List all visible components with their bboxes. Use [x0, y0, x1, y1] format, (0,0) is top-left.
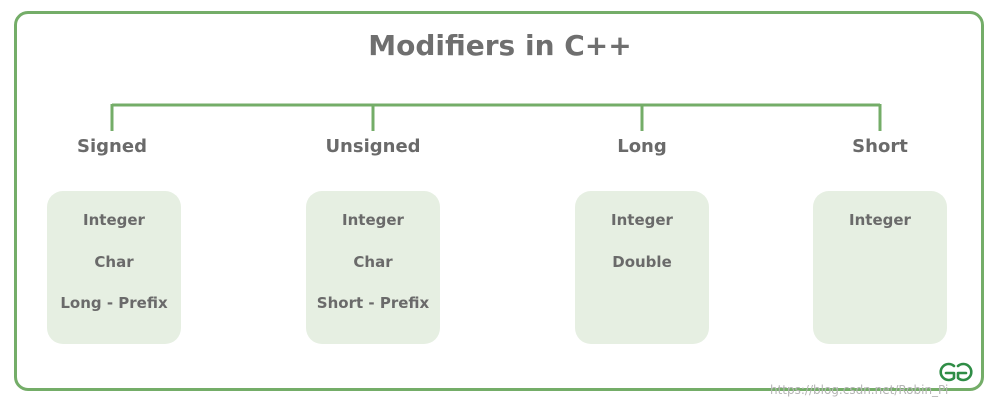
box-item: Integer: [611, 211, 673, 229]
box-item: Long - Prefix: [60, 294, 168, 312]
box-item: Char: [94, 253, 134, 271]
box-item: Double: [612, 253, 672, 271]
box-item: Integer: [83, 211, 145, 229]
category-box-signed: Integer Char Long - Prefix: [47, 191, 181, 344]
geeksforgeeks-logo-icon: [939, 362, 973, 382]
category-label-signed: Signed: [77, 136, 147, 157]
category-label-short: Short: [852, 136, 908, 157]
box-item: Short - Prefix: [316, 294, 430, 312]
category-label-unsigned: Unsigned: [325, 136, 421, 157]
category-box-unsigned: Integer Char Short - Prefix: [306, 191, 440, 344]
category-label-long: Long: [617, 136, 667, 157]
category-box-short: Integer: [813, 191, 947, 344]
diagram-frame: [14, 11, 984, 391]
diagram-title: Modifiers in C++: [368, 29, 632, 62]
watermark-text: https://blog.csdn.net/Robin_Pi: [770, 383, 949, 397]
box-item: Integer: [342, 211, 404, 229]
box-item: Integer: [849, 211, 911, 229]
category-box-long: Integer Double: [575, 191, 709, 344]
box-item: Char: [353, 253, 393, 271]
